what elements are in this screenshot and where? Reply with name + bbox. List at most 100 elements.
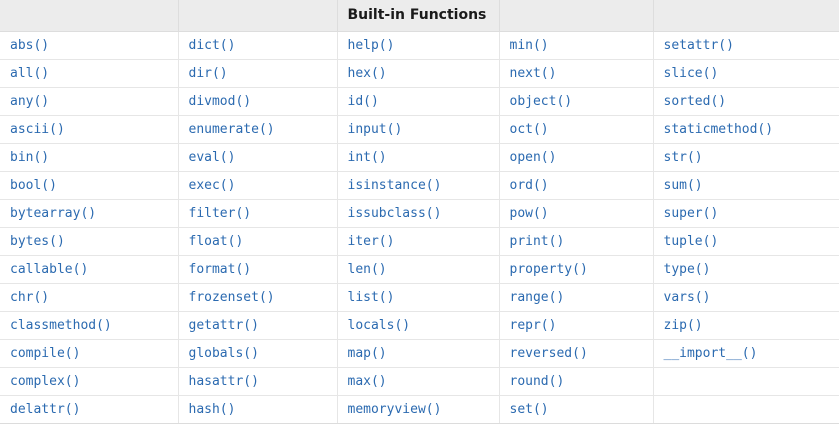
builtin-function-link[interactable]: __import__() — [663, 345, 758, 361]
builtin-function-link[interactable]: open() — [509, 149, 557, 165]
builtin-function-link[interactable]: max() — [347, 373, 387, 389]
builtin-function-link[interactable]: range() — [509, 289, 565, 305]
builtin-function-link[interactable]: ord() — [509, 177, 549, 193]
builtin-function-link[interactable]: bin() — [10, 149, 50, 165]
table-cell: min() — [499, 31, 654, 60]
builtin-function-link[interactable]: all() — [10, 65, 50, 81]
builtin-function-link[interactable]: print() — [509, 233, 565, 249]
table-cell: set() — [499, 395, 654, 424]
builtin-function-link[interactable]: repr() — [509, 317, 557, 333]
builtin-function-link[interactable]: filter() — [188, 205, 252, 221]
table-cell: id() — [337, 87, 500, 116]
builtin-function-link[interactable]: eval() — [188, 149, 236, 165]
table-row: bytes() float() iter() print() tuple() — [0, 227, 839, 256]
builtin-function-link[interactable]: issubclass() — [347, 205, 442, 221]
builtin-function-link[interactable]: sorted() — [663, 93, 727, 109]
table-cell: next() — [499, 59, 654, 88]
builtin-function-link[interactable]: format() — [188, 261, 252, 277]
builtin-function-link[interactable]: chr() — [10, 289, 50, 305]
builtin-function-link[interactable]: reversed() — [509, 345, 588, 361]
builtin-function-link[interactable]: slice() — [663, 65, 719, 81]
table-cell: print() — [499, 227, 654, 256]
builtin-function-link[interactable]: bool() — [10, 177, 57, 193]
builtin-function-link[interactable]: zip() — [663, 317, 703, 333]
builtin-function-link[interactable]: id() — [347, 93, 379, 109]
table-cell: type() — [653, 255, 839, 284]
table-cell: hasattr() — [178, 367, 338, 396]
builtin-function-link[interactable]: delattr() — [10, 401, 81, 417]
builtin-function-link[interactable]: bytearray() — [10, 205, 97, 221]
builtin-function-link[interactable]: hash() — [188, 401, 236, 417]
table-cell: pow() — [499, 199, 654, 228]
table-cell: hash() — [178, 395, 338, 424]
builtin-function-link[interactable]: type() — [663, 261, 711, 277]
table-cell: list() — [337, 283, 500, 312]
builtin-function-link[interactable]: divmod() — [188, 93, 252, 109]
builtin-function-link[interactable]: input() — [347, 121, 403, 137]
table-cell: sorted() — [653, 87, 839, 116]
builtin-function-link[interactable]: dir() — [188, 65, 228, 81]
table-cell: int() — [337, 143, 500, 172]
builtin-function-link[interactable]: hex() — [347, 65, 387, 81]
builtin-function-link[interactable]: len() — [347, 261, 387, 277]
builtin-function-link[interactable]: sum() — [663, 177, 703, 193]
builtin-function-link[interactable]: object() — [509, 93, 573, 109]
table-cell: len() — [337, 255, 500, 284]
builtin-function-link[interactable]: list() — [347, 289, 395, 305]
table-row: delattr() hash() memoryview() set() — [0, 395, 839, 424]
builtin-function-link[interactable]: locals() — [347, 317, 411, 333]
table-cell: chr() — [0, 283, 179, 312]
table-row: any() divmod() id() object() sorted() — [0, 87, 839, 116]
builtin-function-link[interactable]: next() — [509, 65, 557, 81]
builtin-function-link[interactable]: globals() — [188, 345, 259, 361]
builtin-function-link[interactable]: callable() — [10, 261, 89, 277]
table-row: bool() exec() isinstance() ord() sum() — [0, 171, 839, 200]
builtin-function-link[interactable]: isinstance() — [347, 177, 442, 193]
builtin-function-link[interactable]: help() — [347, 37, 395, 53]
builtin-function-link[interactable]: abs() — [10, 37, 50, 53]
builtin-function-link[interactable]: memoryview() — [347, 401, 442, 417]
builtin-function-link[interactable]: exec() — [188, 177, 236, 193]
table-cell: oct() — [499, 115, 654, 144]
builtin-function-link[interactable]: str() — [663, 149, 703, 165]
table-cell: bytes() — [0, 227, 179, 256]
builtin-function-link[interactable]: oct() — [509, 121, 549, 137]
builtin-function-link[interactable]: round() — [509, 373, 565, 389]
table-cell: delattr() — [0, 395, 179, 424]
builtin-function-link[interactable]: iter() — [347, 233, 395, 249]
table-cell: format() — [178, 255, 338, 284]
builtin-function-link[interactable]: setattr() — [663, 37, 734, 53]
table-row: classmethod() getattr() locals() repr() zip(… — [0, 311, 839, 340]
table-cell-empty — [653, 367, 839, 396]
table-row: all() dir() hex() next() slice() — [0, 59, 839, 88]
builtin-function-link[interactable]: frozenset() — [188, 289, 275, 305]
table-cell: object() — [499, 87, 654, 116]
builtin-function-link[interactable]: classmethod() — [10, 317, 112, 333]
builtin-function-link[interactable]: hasattr() — [188, 373, 259, 389]
builtin-function-link[interactable]: bytes() — [10, 233, 65, 249]
builtin-function-link[interactable]: pow() — [509, 205, 549, 221]
table-cell: round() — [499, 367, 654, 396]
builtin-function-link[interactable]: super() — [663, 205, 719, 221]
builtin-function-link[interactable]: map() — [347, 345, 387, 361]
builtin-function-link[interactable]: min() — [509, 37, 549, 53]
table-cell: eval() — [178, 143, 338, 172]
builtin-function-link[interactable]: int() — [347, 149, 387, 165]
builtin-function-link[interactable]: tuple() — [663, 233, 719, 249]
table-header-cell-1 — [0, 0, 179, 32]
builtin-function-link[interactable]: set() — [509, 401, 549, 417]
builtin-function-link[interactable]: compile() — [10, 345, 81, 361]
builtin-function-link[interactable]: any() — [10, 93, 50, 109]
builtin-function-link[interactable]: getattr() — [188, 317, 259, 333]
builtin-function-link[interactable]: dict() — [188, 37, 236, 53]
builtin-function-link[interactable]: property() — [509, 261, 588, 277]
builtin-function-link[interactable]: staticmethod() — [663, 121, 774, 137]
builtin-function-link[interactable]: float() — [188, 233, 244, 249]
table-header: Built-in Functions — [0, 0, 839, 32]
builtin-function-link[interactable]: ascii() — [10, 121, 65, 137]
builtin-function-link[interactable]: vars() — [663, 289, 711, 305]
table-cell: any() — [0, 87, 179, 116]
builtin-function-link[interactable]: complex() — [10, 373, 81, 389]
builtin-function-link[interactable]: enumerate() — [188, 121, 275, 137]
table-row: callable() format() len() property() type() — [0, 255, 839, 284]
